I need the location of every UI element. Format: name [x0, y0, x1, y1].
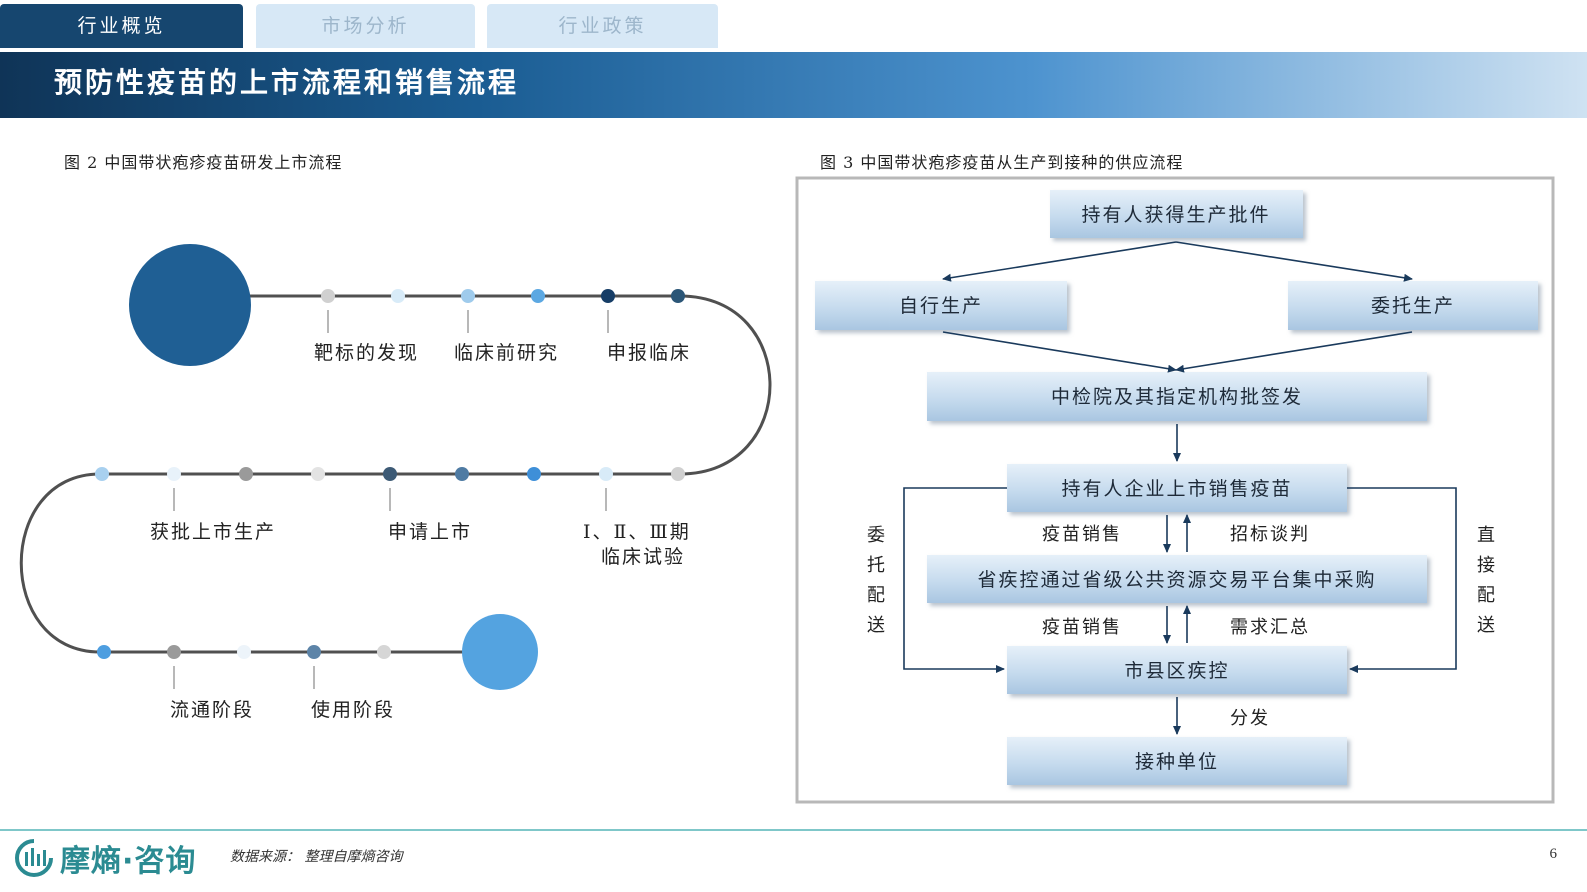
box-entrust-produce [1288, 281, 1538, 330]
timeline-dot [391, 289, 405, 303]
box-batch-release [927, 372, 1427, 421]
label-sales-2: 疫苗销售 [1042, 617, 1122, 638]
stage-usage: 使用阶段 [311, 699, 395, 721]
timeline-dot [527, 467, 541, 481]
logo-icon [15, 839, 53, 877]
timeline-dot [239, 467, 253, 481]
figure3-flowchart: 持有人获得生产批件 自行生产 委托生产 中检院及其指定机构批签发 持有人企业上市… [795, 176, 1555, 804]
box-self-produce [815, 281, 1067, 330]
right-side-char: 送 [1477, 615, 1495, 636]
footer-divider [0, 829, 1587, 831]
stage-apply-clinical: 申报临床 [607, 342, 691, 364]
timeline-dot [455, 467, 469, 481]
timeline-dot [461, 289, 475, 303]
timeline-dot [531, 289, 545, 303]
title-banner: 预防性疫苗的上市流程和销售流程 [0, 52, 1587, 118]
stage-preclinical: 临床前研究 [454, 342, 559, 364]
stage-target-discovery: 靶标的发现 [314, 342, 419, 364]
label-distribute: 分发 [1230, 708, 1270, 729]
right-side-char: 直 [1477, 525, 1495, 546]
tab-bar: 行业概览 市场分析 行业政策 [0, 0, 1587, 48]
timeline-dot [237, 645, 251, 659]
box-holder-license-label: 持有人获得生产批件 [1081, 204, 1270, 226]
label-bidding: 招标谈判 [1230, 524, 1310, 545]
box-holder-license [1050, 190, 1303, 238]
timeline-dot [95, 467, 109, 481]
logo-text: 摩熵·咨询 [60, 844, 197, 879]
figure3-caption: 图 3 中国带状疱疹疫苗从生产到接种的供应流程 [820, 153, 1184, 172]
stage-apply-market: 申请上市 [388, 521, 472, 543]
timeline-dot [307, 645, 321, 659]
box-entrust-produce-label: 委托生产 [1371, 295, 1455, 317]
box-self-produce-label: 自行生产 [899, 295, 983, 317]
timeline-dot [601, 289, 615, 303]
left-side-char: 委 [867, 525, 885, 546]
box-vaccination-label: 接种单位 [1135, 751, 1219, 773]
tab-industry-policy[interactable]: 行业政策 [487, 4, 718, 48]
data-source: 数据来源： 整理自摩熵咨询 [230, 849, 403, 865]
tab-market-analysis[interactable]: 市场分析 [256, 4, 475, 48]
box-vaccination [1007, 737, 1347, 785]
page-title: 预防性疫苗的上市流程和销售流程 [54, 66, 520, 99]
box-holder-market-label: 持有人企业上市销售疫苗 [1061, 478, 1292, 500]
right-side-char: 配 [1477, 585, 1495, 606]
left-side-char: 托 [867, 555, 885, 576]
label-sales-1: 疫苗销售 [1042, 524, 1122, 545]
box-batch-release-label: 中检院及其指定机构批签发 [1051, 386, 1303, 408]
timeline-dot [321, 289, 335, 303]
stage-circulation: 流通阶段 [170, 699, 254, 721]
figure2-timeline: 靶标的发现 临床前研究 申报临床 获批上市生产 申请上市 Ⅰ、Ⅱ、Ⅲ期 临床试验… [19, 244, 772, 721]
timeline-dot [377, 645, 391, 659]
timeline-dot [671, 467, 685, 481]
timeline-dot [383, 467, 397, 481]
timeline-dot [671, 289, 685, 303]
box-holder-market [1007, 464, 1347, 512]
box-city-cdc-label: 市县区疾控 [1124, 660, 1229, 682]
label-demand: 需求汇总 [1230, 617, 1310, 638]
logo: 摩熵·咨询 [14, 835, 196, 881]
timeline-dot [599, 467, 613, 481]
start-circle [129, 244, 251, 366]
end-circle [462, 614, 538, 690]
stage-phase-trials: Ⅰ、Ⅱ、Ⅲ期 [583, 521, 691, 543]
tab-industry-overview[interactable]: 行业概览 [0, 4, 243, 48]
page-number: 6 [1549, 846, 1558, 862]
stage-approved-production: 获批上市生产 [150, 521, 276, 543]
left-side-char: 送 [867, 615, 885, 636]
box-province-cdc-label: 省疾控通过省级公共资源交易平台集中采购 [977, 569, 1376, 591]
stage-clinical-trial: 临床试验 [601, 546, 685, 568]
box-city-cdc [1007, 646, 1347, 694]
timeline-dot [167, 467, 181, 481]
timeline-dot [167, 645, 181, 659]
figure2-caption: 图 2 中国带状疱疹疫苗研发上市流程 [64, 153, 343, 172]
timeline-dot [311, 467, 325, 481]
right-side-char: 接 [1477, 555, 1495, 576]
box-province-cdc [927, 555, 1427, 603]
timeline-dot [97, 645, 111, 659]
left-side-char: 配 [867, 585, 885, 606]
